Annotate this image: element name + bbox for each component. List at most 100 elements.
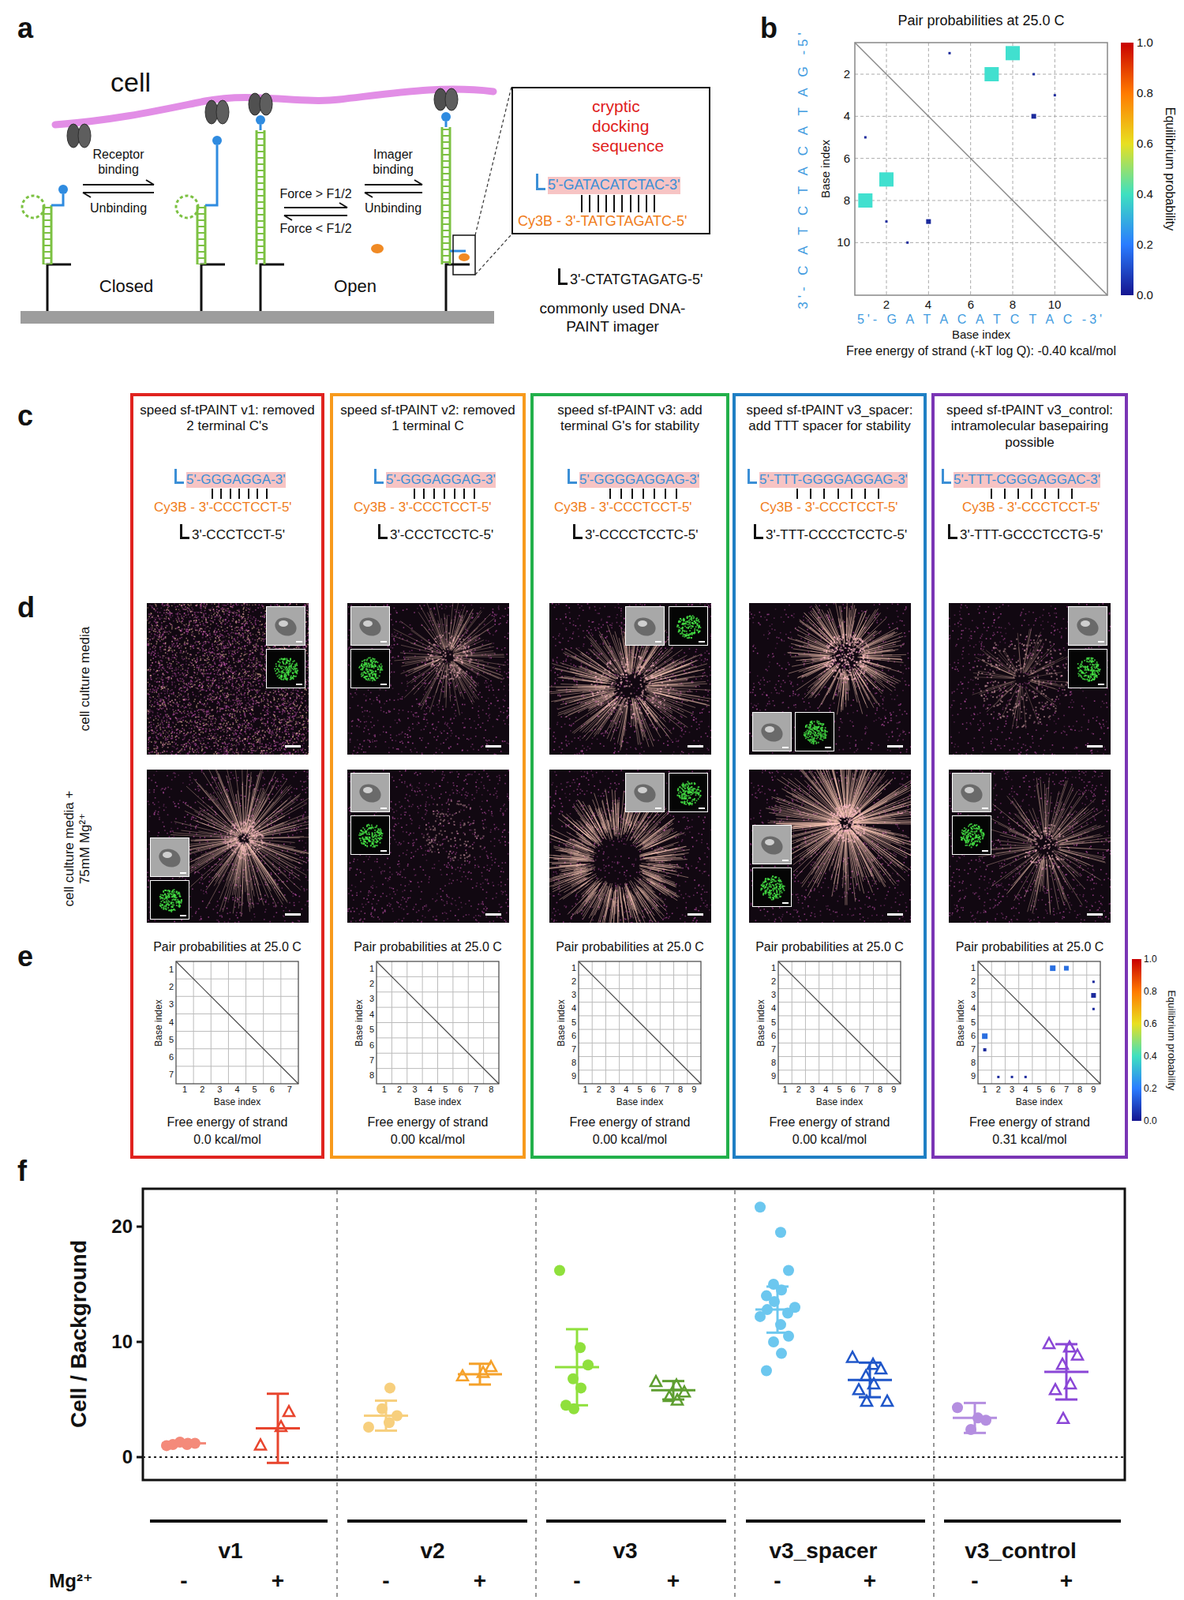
pair-dot	[1090, 992, 1096, 998]
panel-title: speed sf-tPAINT v3: add terminal G's for…	[538, 402, 722, 435]
imager-sequence: 3'-TTT-GCCCTCCTG-5'	[959, 527, 1103, 544]
basepair-tick	[664, 488, 667, 499]
axis-title: Base index	[955, 999, 967, 1046]
colorbar	[1131, 959, 1142, 1121]
grid-line	[578, 1029, 701, 1031]
pair-dot	[1092, 1007, 1095, 1011]
basepair-tick	[990, 488, 993, 499]
imager-sequence: Cy3B - 3'-CCCTCCT-5'	[353, 499, 492, 516]
grid-line	[778, 1069, 901, 1071]
imager-sequence: 3'-CCCTCCTC-5'	[389, 527, 494, 544]
grid-line	[818, 961, 820, 1084]
basepair-tick	[1057, 488, 1060, 499]
grid-line	[176, 1013, 299, 1015]
colorbar-tick: 0.4	[1136, 187, 1154, 202]
tick-label: 7	[168, 1069, 174, 1080]
tick-label: 5	[636, 1084, 642, 1095]
group-separator	[336, 1190, 338, 1600]
docking-sequence: 5'-GGGAGGAG-3'	[385, 472, 496, 488]
mean-line	[847, 1378, 892, 1382]
data-point	[1049, 1383, 1061, 1394]
tick-label: 5	[168, 1034, 174, 1046]
colorbar-tick: 0.2	[1136, 237, 1154, 252]
microscopy-image	[549, 769, 712, 923]
grid-line	[854, 157, 1108, 159]
grid-line	[468, 961, 469, 1084]
tick-label: 8	[843, 193, 851, 208]
step-label: Receptor binding	[78, 146, 158, 177]
strand-bracket	[941, 468, 952, 484]
tick-label: 9	[1090, 1084, 1096, 1095]
tick-label: 5	[442, 1084, 448, 1095]
docking-sequence: 5'-GGGGAGGAG-3'	[579, 472, 700, 488]
basepair-tick	[211, 488, 214, 499]
basepair-tick	[597, 194, 600, 213]
tick-label: 4	[427, 1084, 433, 1095]
basepair-tick	[620, 488, 622, 499]
panel-letter: a	[17, 11, 34, 45]
tick-label: 8	[1077, 1084, 1083, 1095]
group-label: v2	[419, 1537, 445, 1565]
grid-line	[1059, 961, 1061, 1084]
tick-label: 4	[1022, 1084, 1028, 1095]
strand-bracket	[535, 173, 546, 191]
grid-line	[977, 1015, 1101, 1016]
basepair-tick	[220, 488, 222, 499]
mean-line	[952, 1416, 997, 1420]
colorbar-tick: 0.0	[1143, 1115, 1158, 1127]
grid-line	[578, 1069, 701, 1071]
tick-label: 6	[850, 1084, 856, 1095]
grid-line	[176, 1048, 299, 1050]
mean-line	[161, 1442, 207, 1445]
pair-probability-plot	[175, 960, 300, 1085]
tick-label: 5	[1036, 1084, 1042, 1095]
mean-line	[457, 1372, 503, 1376]
group-bar	[745, 1519, 926, 1523]
pair-probability-plot	[375, 960, 500, 1085]
basepair-tick	[580, 194, 583, 213]
grid-line	[854, 74, 1108, 75]
tick-label: 3	[571, 989, 577, 1001]
tick-label: 4	[925, 297, 932, 312]
tick-label: 2	[168, 982, 174, 993]
zoom-box: cryptic docking sequence5'-GATACATCTAC-3…	[511, 86, 711, 235]
tick-label: 8	[771, 1058, 776, 1069]
grid-line	[778, 974, 901, 976]
tick-label: 6	[771, 1030, 776, 1042]
step-label: Unbinding	[364, 200, 422, 216]
grid-line	[1004, 961, 1006, 1084]
pair-dot	[948, 52, 952, 55]
grid-line	[977, 1001, 1101, 1003]
tick-label: 4	[168, 1017, 174, 1028]
error-bar	[565, 1404, 589, 1407]
data-point	[980, 1414, 992, 1426]
zero-line	[142, 1456, 1125, 1458]
condition-sign: +	[863, 1567, 877, 1595]
grid-line	[578, 1056, 701, 1057]
tick-label: 1	[783, 1084, 788, 1095]
condition-sign: +	[473, 1567, 487, 1595]
tick-label: 1	[583, 1084, 589, 1095]
grid-line	[854, 200, 1108, 202]
tick-label: 3	[369, 994, 375, 1005]
pair-dot	[983, 1048, 987, 1052]
data-point	[783, 1264, 795, 1276]
tick-label: 7	[864, 1084, 870, 1095]
tick-label: 7	[473, 1084, 479, 1095]
tick-label: 3	[217, 1084, 222, 1095]
energy-value: 0.0 kcal/mol	[193, 1131, 261, 1147]
axis-title: Cell / Background	[65, 1240, 93, 1428]
grid-line	[1045, 961, 1047, 1084]
panel-letter: e	[17, 939, 34, 974]
grid-line	[578, 1015, 701, 1016]
mean-line	[255, 1427, 300, 1430]
error-bar	[963, 1401, 986, 1405]
microscopy-image	[749, 769, 911, 923]
condition-sign: -	[573, 1567, 581, 1595]
grid-line	[659, 961, 661, 1084]
row-label: cell culture media	[77, 626, 94, 731]
error-bar	[662, 1379, 685, 1383]
energy-value: 0.31 kcal/mol	[992, 1131, 1067, 1147]
grid-line	[791, 961, 793, 1084]
pair-square	[879, 172, 894, 187]
